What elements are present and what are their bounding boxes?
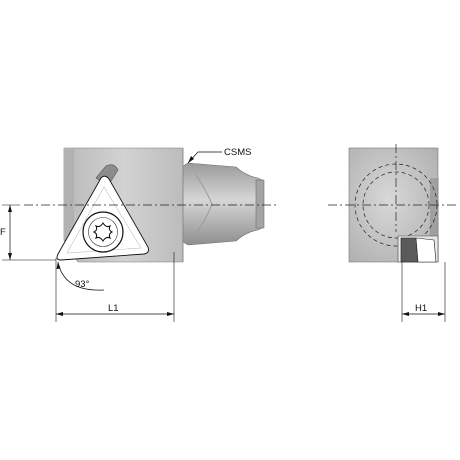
angle-label: 93°	[75, 279, 90, 290]
angle-dimension: 93°	[56, 261, 105, 291]
dimension-h1-label: H1	[415, 303, 427, 314]
dimension-l1: L1	[55, 252, 175, 322]
dimension-f: F	[0, 204, 56, 261]
csms-callout: CSMS	[187, 147, 251, 164]
end-view: H1	[328, 144, 458, 322]
dimension-f-label: F	[0, 227, 6, 238]
csms-label: CSMS	[224, 147, 251, 158]
hidden-coupling-inner	[362, 171, 430, 239]
torx-screw-icon	[82, 211, 124, 253]
dimension-l1-label: L1	[108, 303, 119, 314]
side-view: F L1 93° CSMS	[0, 147, 276, 322]
dimension-h1: H1	[401, 262, 446, 322]
insert-pocket	[397, 235, 439, 263]
shank-coupling	[179, 162, 265, 246]
